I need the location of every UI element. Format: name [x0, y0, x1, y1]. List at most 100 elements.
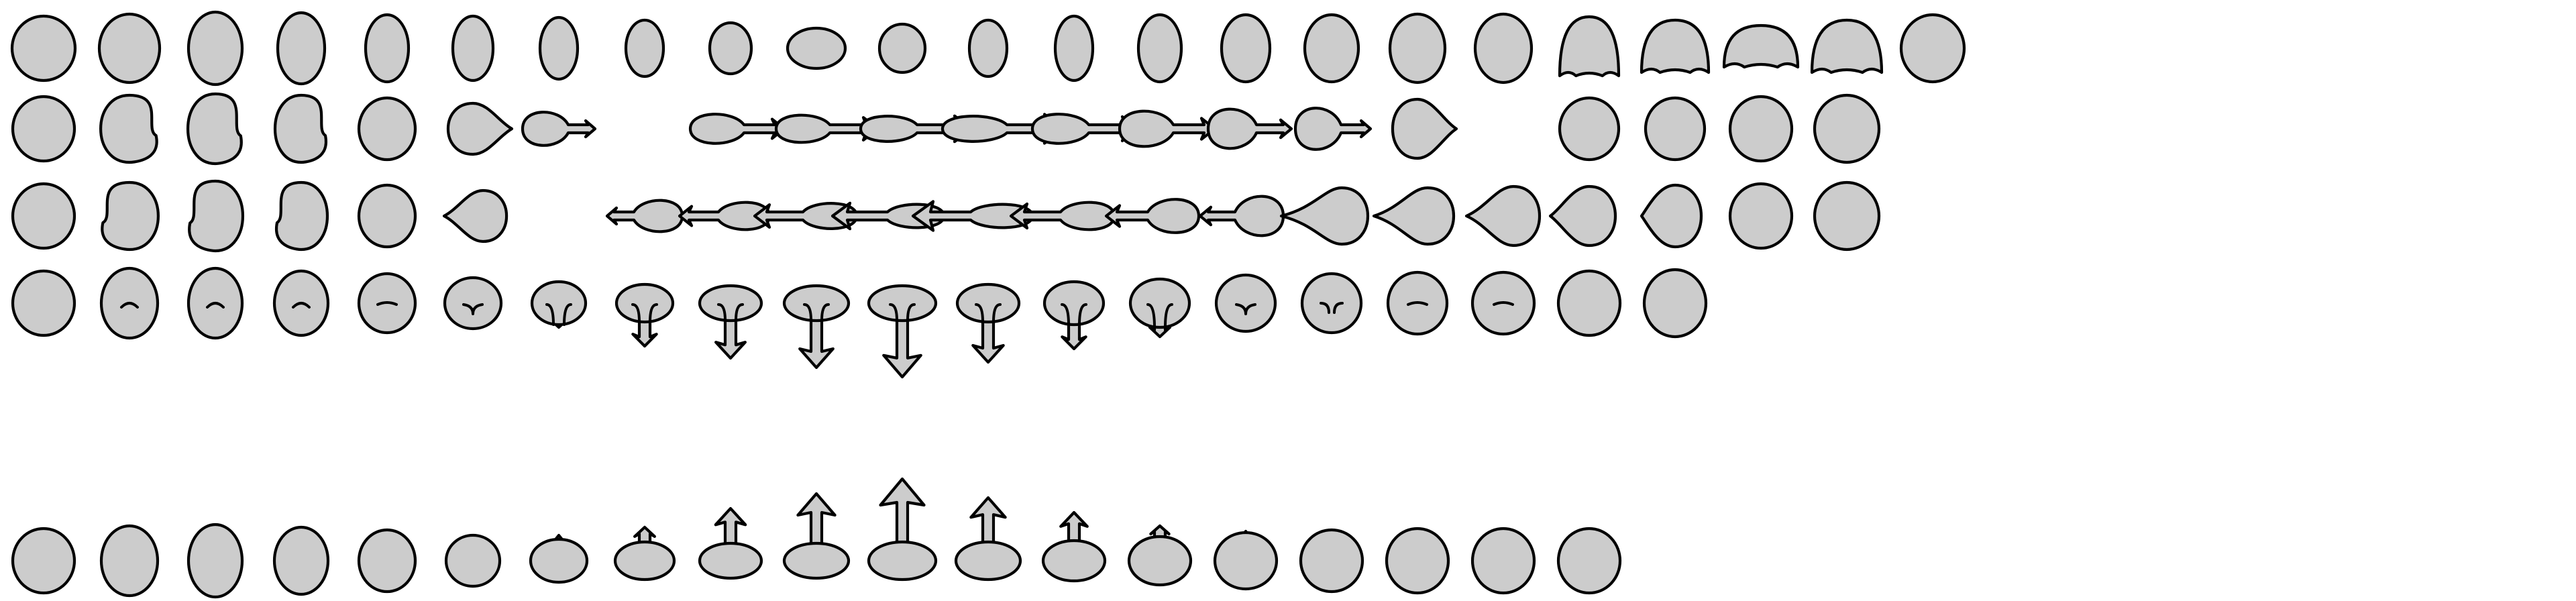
blob-shape	[272, 525, 330, 596]
blob-shape	[867, 284, 938, 323]
arrow-shape	[521, 111, 597, 147]
arrow-shape	[753, 202, 859, 230]
crease-line	[717, 303, 727, 322]
cap-shape	[1810, 18, 1884, 74]
crease-line	[820, 303, 830, 322]
dented-blob-shape	[274, 180, 329, 252]
crease-line	[1164, 303, 1173, 329]
drop-shape	[1279, 186, 1370, 246]
blob-shape	[1728, 95, 1794, 163]
blob-shape	[1388, 12, 1447, 85]
blob-shape	[10, 14, 77, 83]
row-extend-right	[11, 92, 1881, 166]
arrow-shape	[688, 113, 786, 145]
blob-shape	[1128, 277, 1191, 329]
arrow-shape	[1198, 195, 1285, 237]
down-arrow-shape	[882, 312, 922, 379]
blob-shape	[186, 523, 244, 599]
blob-shape	[1899, 13, 1966, 84]
blob-shape	[97, 12, 162, 85]
blob-shape	[614, 282, 675, 324]
drop-shape	[442, 188, 508, 243]
blob-shape	[99, 524, 160, 598]
blob-shape	[357, 528, 417, 594]
crease-line	[1061, 303, 1070, 326]
drop-shape	[1464, 184, 1542, 248]
blob-shape	[1556, 269, 1622, 337]
blob-shape	[538, 15, 580, 81]
blob-shape	[955, 282, 1021, 324]
arrow-shape	[678, 201, 771, 231]
up-arrow-shape	[969, 496, 1007, 548]
crease-line	[563, 303, 572, 326]
blob-shape	[1299, 528, 1364, 594]
dented-blob-shape	[188, 179, 244, 253]
blob-shape	[186, 10, 244, 87]
blob-shape	[11, 95, 76, 163]
blob-shape	[1042, 280, 1106, 327]
crease-line	[545, 303, 555, 326]
row-squash	[10, 10, 1966, 87]
blob-shape	[1214, 273, 1277, 333]
crease-line	[1235, 303, 1256, 315]
crease-line	[1493, 301, 1514, 306]
dented-blob-shape	[101, 180, 160, 252]
blob-shape	[11, 182, 76, 250]
blob-shape	[708, 21, 753, 76]
blob-shape	[613, 540, 676, 582]
blob-shape	[1470, 527, 1536, 595]
blob-shape	[867, 540, 938, 582]
blob-shape	[276, 11, 327, 86]
blob-shape	[1053, 14, 1095, 83]
blob-shape	[1813, 180, 1881, 252]
crease-line	[462, 303, 484, 315]
crease-line	[1078, 303, 1087, 326]
dented-blob-shape	[274, 93, 328, 164]
drop-shape	[1640, 183, 1703, 249]
arrow-shape	[1293, 107, 1373, 151]
arrow-shape	[1009, 201, 1116, 231]
blob-shape	[698, 541, 763, 580]
cap-shape	[1558, 15, 1621, 78]
crease-line	[631, 303, 641, 323]
blob-shape	[1127, 535, 1193, 587]
blob-shape	[1813, 93, 1881, 164]
crease-line	[206, 302, 225, 309]
blob-shape	[1728, 182, 1794, 250]
crease-line	[292, 302, 311, 309]
blob-shape	[529, 537, 589, 584]
blob-shape	[1556, 527, 1622, 595]
blob-shape	[954, 540, 1022, 582]
row-extend-down	[11, 266, 1708, 379]
crease-line	[803, 303, 812, 322]
arrow-shape	[605, 199, 684, 233]
blob-shape	[1558, 96, 1621, 162]
blob-shape	[782, 284, 851, 323]
up-arrow-shape	[796, 492, 837, 549]
row-extend-left	[11, 179, 1881, 253]
blob-shape	[451, 14, 495, 83]
blob-shape	[364, 13, 411, 84]
blob-shape	[1644, 96, 1707, 162]
crease-line	[120, 302, 139, 309]
blob-shape	[1303, 13, 1360, 84]
blob-shape	[698, 284, 763, 323]
blob-shape	[1385, 527, 1450, 595]
blob-shape	[1300, 272, 1363, 335]
blob-shape	[1642, 268, 1708, 339]
blob-shape	[1220, 13, 1272, 84]
blob-shape	[1041, 539, 1107, 583]
drop-shape	[1548, 184, 1617, 248]
blob-shape	[877, 22, 927, 74]
crease-line	[992, 303, 1002, 323]
blob-shape	[357, 183, 417, 249]
blob-shape	[782, 541, 851, 580]
blob-shape	[444, 533, 502, 588]
drop-shape	[446, 101, 514, 156]
crease-line	[1320, 302, 1344, 314]
dented-blob-shape	[186, 92, 243, 166]
crease-line	[1407, 301, 1428, 306]
crease-line	[889, 303, 898, 322]
cap-shape	[1640, 18, 1711, 74]
blob-shape	[1473, 12, 1534, 85]
